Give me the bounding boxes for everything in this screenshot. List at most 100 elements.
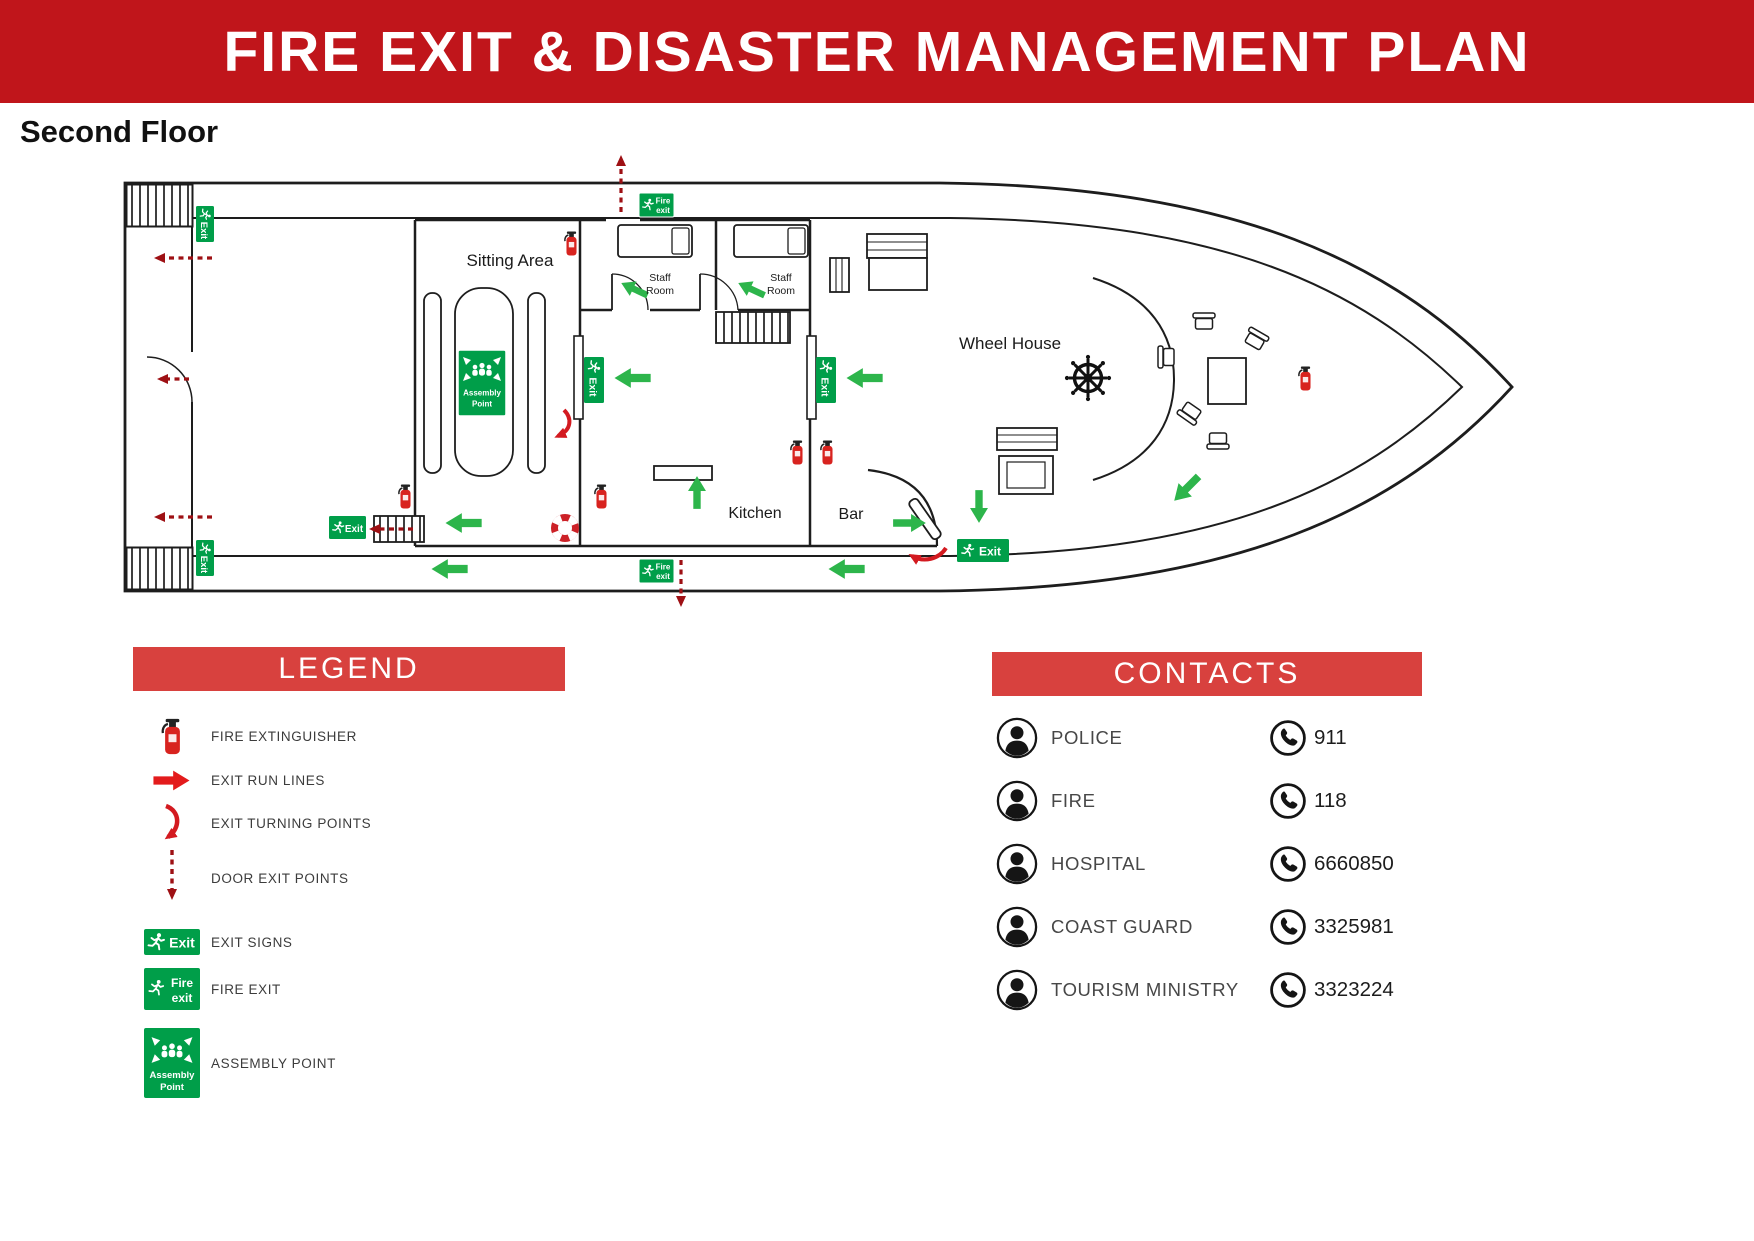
contact-row-police: POLICE 911 xyxy=(992,717,1422,759)
staff-bed-1 xyxy=(617,224,693,258)
legend-item-label: EXIT RUN LINES xyxy=(211,773,325,788)
person-icon xyxy=(996,780,1038,822)
svg-text:Point: Point xyxy=(472,400,492,409)
phone-icon xyxy=(1269,845,1307,883)
legend-item-label: EXIT TURNING POINTS xyxy=(211,815,372,831)
kitchen-counter xyxy=(653,465,713,481)
room-label-bar: Bar xyxy=(839,506,865,523)
contact-number: 911 xyxy=(1314,726,1347,749)
wheelhouse-furniture xyxy=(829,233,1058,495)
stern-stairs-bottom xyxy=(125,546,194,591)
svg-text:Exit: Exit xyxy=(819,377,831,397)
svg-text:Exit: Exit xyxy=(345,524,364,535)
svg-text:exit: exit xyxy=(656,206,670,215)
fire-exit-sign-top: Fire exit xyxy=(638,192,675,218)
fire-exit-sign-icon: Fire exit xyxy=(133,968,211,1010)
svg-text:exit: exit xyxy=(656,572,670,581)
svg-text:Fire: Fire xyxy=(656,563,671,572)
legend-item-exit-run-lines: EXIT RUN LINES xyxy=(133,770,565,791)
exit-run-line-icon xyxy=(133,770,211,791)
door-exit-point-icon xyxy=(133,847,211,909)
exit-sign-mid-right: Exit xyxy=(816,357,836,403)
legend-rows: FIRE EXTINGUISHER EXIT RUN LINES EXIT TU… xyxy=(133,691,565,1098)
svg-text:exit: exit xyxy=(172,991,193,1005)
exit-sign-icon: Exit xyxy=(133,929,211,955)
person-icon xyxy=(996,843,1038,885)
svg-text:Assembly: Assembly xyxy=(463,389,501,398)
svg-text:Room: Room xyxy=(767,285,795,297)
life-ring-icon xyxy=(551,514,579,542)
contact-row-coast-guard: COAST GUARD 3325981 xyxy=(992,906,1422,948)
legend-item-label: FIRE EXTINGUISHER xyxy=(211,729,357,744)
ship-wheel-icon xyxy=(1064,354,1112,402)
legend-item-fire-extinguisher: FIRE EXTINGUISHER xyxy=(133,717,565,756)
svg-text:Point: Point xyxy=(160,1082,185,1093)
svg-text:Exit: Exit xyxy=(979,545,1001,559)
svg-text:Fire: Fire xyxy=(171,976,193,990)
fire-extinguisher-icon xyxy=(133,717,211,756)
contact-row-hospital: HOSPITAL 6660850 xyxy=(992,843,1422,885)
legend-item-exit-turning-points: EXIT TURNING POINTS xyxy=(133,803,565,843)
contacts-panel: CONTACTS POLICE 911 FIRE 118 HOSPITAL 66… xyxy=(992,652,1422,1011)
interior-walls xyxy=(413,218,939,548)
contact-name: COAST GUARD xyxy=(1051,916,1193,937)
svg-text:Exit: Exit xyxy=(198,556,209,574)
doors xyxy=(573,273,817,420)
legend-item-fire-exit: Fire exit FIRE EXIT xyxy=(133,968,565,1010)
phone-icon xyxy=(1269,782,1307,820)
room-label-wheel-house: Wheel House xyxy=(959,334,1061,353)
svg-text:Exit: Exit xyxy=(198,222,209,240)
floor-label: Second Floor xyxy=(20,114,219,149)
svg-text:Exit: Exit xyxy=(169,935,195,951)
assembly-point-icon: Assembly Point xyxy=(133,1028,211,1098)
contact-number: 118 xyxy=(1314,789,1347,812)
person-icon xyxy=(996,717,1038,759)
svg-text:Staff: Staff xyxy=(770,272,791,284)
header-banner: FIRE EXIT & DISASTER MANAGEMENT PLAN xyxy=(0,0,1754,103)
deck-table xyxy=(1207,357,1247,405)
room-label-staff-room-1: Staff Room xyxy=(646,272,674,297)
person-icon xyxy=(996,969,1038,1011)
contact-name: HOSPITAL xyxy=(1051,853,1146,874)
exit-sign-stern-top: Exit xyxy=(196,206,214,242)
person-icon xyxy=(996,906,1038,948)
svg-text:Exit: Exit xyxy=(587,377,599,397)
fire-exit-sign-bottom: Fire exit xyxy=(638,558,675,584)
contact-number: 3325981 xyxy=(1314,915,1394,938)
exit-turning-point-icon xyxy=(133,803,211,843)
contact-row-fire: FIRE 118 xyxy=(992,780,1422,822)
wheelhouse-console xyxy=(1092,277,1176,481)
exit-sign-mid-left: Exit xyxy=(584,357,604,403)
exit-turning-arrows xyxy=(554,408,948,565)
door-exit-arrows xyxy=(154,155,686,607)
phone-icon xyxy=(1269,908,1307,946)
legend-item-door-exit-points: DOOR EXIT POINTS xyxy=(133,847,565,909)
contact-name: POLICE xyxy=(1051,727,1123,748)
svg-text:Fire: Fire xyxy=(656,197,671,206)
exit-sign-bar: Exit xyxy=(957,539,1009,562)
legend-item-label: DOOR EXIT POINTS xyxy=(211,870,349,886)
legend-item-exit-signs: Exit EXIT SIGNS xyxy=(133,929,565,955)
exit-sign-stern-bottom: Exit xyxy=(196,540,214,576)
stern-stairs-top xyxy=(125,183,194,228)
contact-number: 3323224 xyxy=(1314,978,1394,1001)
legend-panel: LEGEND FIRE EXTINGUISHER EXIT RUN LINES … xyxy=(133,647,565,1098)
exit-sign-lower-left: Exit xyxy=(329,516,366,539)
contact-name: FIRE xyxy=(1051,790,1096,811)
assembly-point-sign: Assembly Point xyxy=(457,349,507,417)
page-title: FIRE EXIT & DISASTER MANAGEMENT PLAN xyxy=(223,19,1531,84)
legend-item-label: EXIT SIGNS xyxy=(211,934,293,950)
room-label-kitchen: Kitchen xyxy=(728,505,781,522)
side-door-arc xyxy=(146,356,193,403)
phone-icon xyxy=(1269,719,1307,757)
contact-number: 6660850 xyxy=(1314,852,1394,875)
room-label-staff-room-2: Staff Room xyxy=(767,272,795,297)
room-label-sitting-area: Sitting Area xyxy=(467,251,554,270)
svg-text:Room: Room xyxy=(646,285,674,297)
svg-text:Assembly: Assembly xyxy=(150,1070,196,1081)
contacts-title: CONTACTS xyxy=(992,652,1422,696)
contact-row-tourism-ministry: TOURISM MINISTRY 3323224 xyxy=(992,969,1422,1011)
phone-icon xyxy=(1269,971,1307,1009)
staff-bed-2 xyxy=(733,224,809,258)
